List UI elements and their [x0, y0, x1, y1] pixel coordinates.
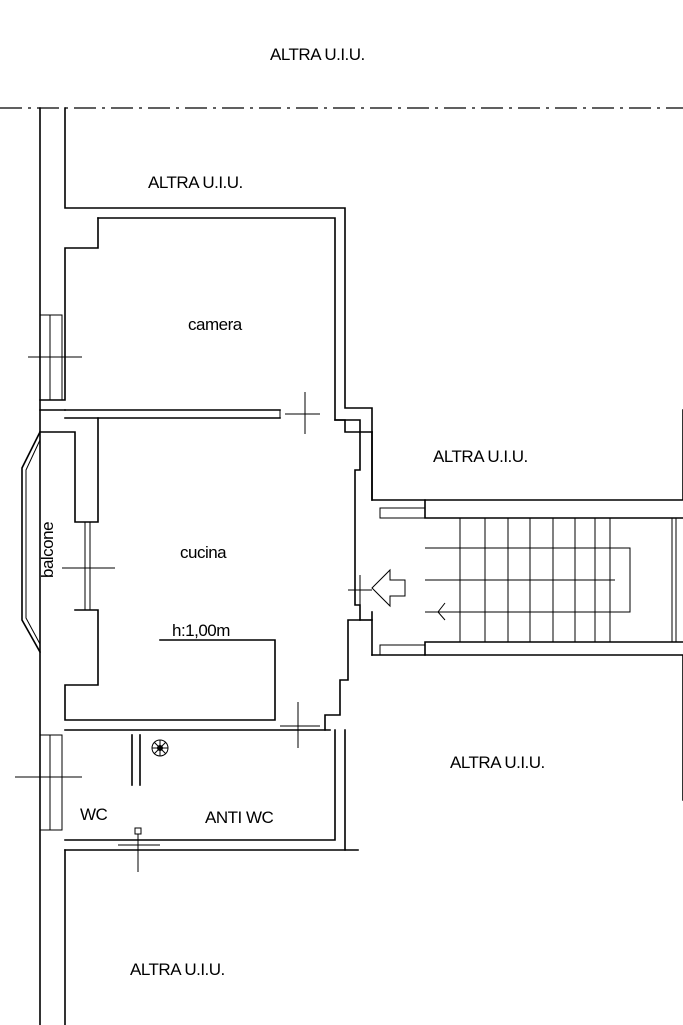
label-other-unit-lower-right: ALTRA U.I.U. — [450, 753, 545, 772]
boiler-icon — [151, 739, 169, 757]
label-other-unit-right: ALTRA U.I.U. — [433, 447, 528, 466]
label-other-unit-upper: ALTRA U.I.U. — [148, 173, 243, 192]
staircase — [379, 499, 683, 656]
label-room-anti-wc: ANTI WC — [205, 808, 273, 827]
label-room-wc: WC — [80, 805, 108, 824]
entrance-arrow-icon — [371, 568, 406, 608]
label-room-camera: camera — [188, 315, 243, 334]
room-camera — [28, 217, 373, 434]
outer-wall-left — [39, 107, 683, 1025]
label-height-note: h:1,00m — [172, 621, 230, 640]
room-wc — [15, 729, 359, 1025]
label-other-unit-bottom: ALTRA U.I.U. — [130, 960, 225, 979]
label-other-unit-top: ALTRA U.I.U. — [270, 45, 365, 64]
room-cucina — [39, 417, 373, 748]
balcony-outline — [21, 430, 42, 654]
label-room-balcone: balcone — [38, 522, 57, 578]
label-room-cucina: cucina — [180, 543, 227, 562]
